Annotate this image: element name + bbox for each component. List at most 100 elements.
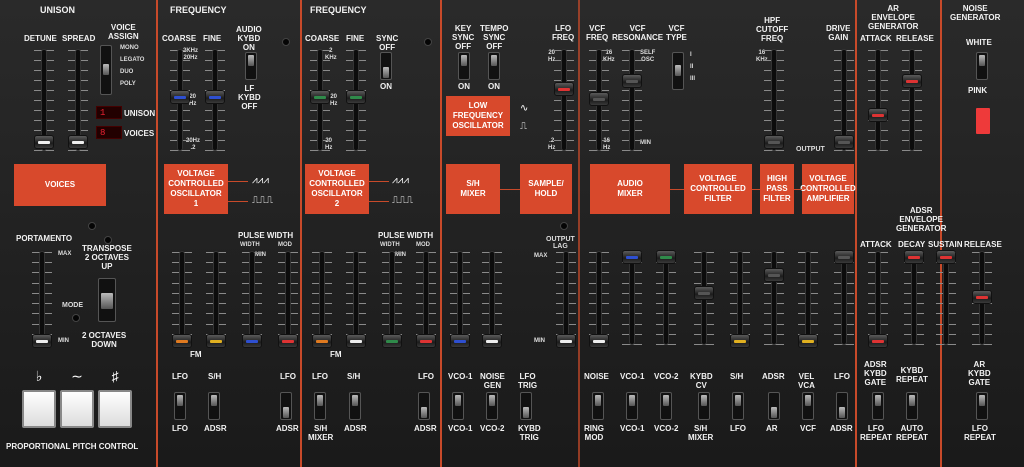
spread-slider-track[interactable]: [76, 50, 80, 150]
vco2-fm1-track[interactable]: [320, 252, 324, 344]
repeat-switch[interactable]: [906, 392, 918, 420]
vco1-mod-switch-1[interactable]: [174, 392, 186, 420]
vcf-switch-7[interactable]: [802, 392, 814, 420]
vcf-switch-8[interactable]: [836, 392, 848, 420]
signal-line: [369, 201, 389, 202]
drive-gain-track[interactable]: [842, 50, 846, 150]
adsr-attack-knob[interactable]: [868, 334, 888, 348]
vco2-fine-knob[interactable]: [346, 90, 366, 104]
voice-assign-switch[interactable]: [100, 45, 112, 95]
key-sync-switch[interactable]: [458, 52, 470, 80]
noise-type-switch[interactable]: [976, 52, 988, 80]
portamento-slider-knob[interactable]: [32, 334, 52, 348]
vco1-mod-track[interactable]: [286, 252, 290, 344]
ar-attack-knob[interactable]: [868, 108, 888, 122]
drive-gain-knob[interactable]: [834, 135, 854, 149]
adsr-release-knob[interactable]: [972, 290, 992, 304]
vco1-fm1-track[interactable]: [180, 252, 184, 344]
detune-slider-knob[interactable]: [34, 135, 54, 149]
mix-vco2-track[interactable]: [664, 252, 668, 344]
vcf-sh-knob[interactable]: [730, 334, 750, 348]
adsr-sustain-track[interactable]: [944, 252, 948, 344]
tempo-sync-switch[interactable]: [488, 52, 500, 80]
vco1-width-knob[interactable]: [242, 334, 262, 348]
adsr-decay-track[interactable]: [912, 252, 916, 344]
vcf-resonance-track[interactable]: [630, 50, 634, 150]
vcf-switch-5[interactable]: [732, 392, 744, 420]
vco2-mod-switch-2[interactable]: [349, 392, 361, 420]
ar-release-track[interactable]: [910, 50, 914, 150]
adsr-sustain-knob[interactable]: [936, 250, 956, 264]
sh-noise-track[interactable]: [490, 252, 494, 344]
vco2-fm2-track[interactable]: [354, 252, 358, 344]
vco1-mod-knob[interactable]: [278, 334, 298, 348]
vcf-adsr-track[interactable]: [772, 252, 776, 344]
vcf-sh-track[interactable]: [738, 252, 742, 344]
sh-switch-3[interactable]: [520, 392, 532, 420]
vco2-fm2-knob[interactable]: [346, 334, 366, 348]
vco1-mod-switch-2[interactable]: [208, 392, 220, 420]
vco2-mod-knob[interactable]: [416, 334, 436, 348]
vcf-resonance-knob[interactable]: [622, 74, 642, 88]
vco2-width-knob[interactable]: [382, 334, 402, 348]
vcf-switch-6[interactable]: [768, 392, 780, 420]
hpf-cutoff-knob[interactable]: [764, 135, 784, 149]
vcf-adsr-knob[interactable]: [764, 268, 784, 282]
vco1-kybd-switch[interactable]: [245, 52, 257, 80]
vca-lfo-track[interactable]: [842, 252, 846, 344]
vcf-switch-3[interactable]: [660, 392, 672, 420]
lfo-freq-track[interactable]: [562, 50, 566, 150]
vcf-type-switch[interactable]: [672, 52, 684, 90]
output-lag-track[interactable]: [564, 252, 568, 344]
pitch-flat-button[interactable]: [22, 390, 56, 428]
vcf-kybd-knob[interactable]: [694, 286, 714, 300]
voices-button[interactable]: VOICES: [14, 164, 106, 206]
vco2-mod-switch-1[interactable]: [314, 392, 326, 420]
mix-vco1-knob[interactable]: [622, 250, 642, 264]
vcf-freq-knob[interactable]: [589, 92, 609, 106]
vco1-coarse-knob[interactable]: [170, 90, 190, 104]
adsr-attack-track[interactable]: [876, 252, 880, 344]
vco2-sync-switch[interactable]: [380, 52, 392, 80]
vco2-fm1-knob[interactable]: [312, 334, 332, 348]
vco2-width-track[interactable]: [390, 252, 394, 344]
mix-vco2-knob[interactable]: [656, 250, 676, 264]
vcf-switch-2[interactable]: [626, 392, 638, 420]
transpose-switch[interactable]: [98, 278, 116, 322]
vco1-width-track[interactable]: [250, 252, 254, 344]
detune-slider-track[interactable]: [42, 50, 46, 150]
sh-vco1-knob[interactable]: [450, 334, 470, 348]
vco2-coarse-knob[interactable]: [310, 90, 330, 104]
vco1-fm2-track[interactable]: [214, 252, 218, 344]
sh-switch-1[interactable]: [452, 392, 464, 420]
spread-slider-knob[interactable]: [68, 135, 88, 149]
sh-vco1-track[interactable]: [458, 252, 462, 344]
mix-noise-knob[interactable]: [589, 334, 609, 348]
vcf-switch-1[interactable]: [592, 392, 604, 420]
vco1-fm1-knob[interactable]: [172, 334, 192, 348]
ar-release-knob[interactable]: [902, 74, 922, 88]
hpf-cutoff-track[interactable]: [772, 50, 776, 150]
vcf-switch-4[interactable]: [698, 392, 710, 420]
ar-attack-track[interactable]: [876, 50, 880, 150]
adsr-gate-switch[interactable]: [872, 392, 884, 420]
sh-switch-2[interactable]: [486, 392, 498, 420]
lfo-freq-knob[interactable]: [554, 82, 574, 96]
vco1-mod-switch-3[interactable]: [280, 392, 292, 420]
pitch-sharp-button[interactable]: [98, 390, 132, 428]
mix-vco1-track[interactable]: [630, 252, 634, 344]
adsr-decay-knob[interactable]: [904, 250, 924, 264]
output-lag-knob[interactable]: [556, 334, 576, 348]
vca-lfo-knob[interactable]: [834, 250, 854, 264]
vco2-mod-track[interactable]: [424, 252, 428, 344]
sh-noise-knob[interactable]: [482, 334, 502, 348]
portamento-slider-track[interactable]: [40, 252, 44, 344]
vca-vel-track[interactable]: [806, 252, 810, 344]
vco2-mod-switch-3[interactable]: [418, 392, 430, 420]
ar-gate-switch[interactable]: [976, 392, 988, 420]
vca-vel-knob[interactable]: [798, 334, 818, 348]
vco1-fine-knob[interactable]: [205, 90, 225, 104]
vco1-fm2-knob[interactable]: [206, 334, 226, 348]
mix-noise-track[interactable]: [597, 252, 601, 344]
pitch-wave-button[interactable]: [60, 390, 94, 428]
